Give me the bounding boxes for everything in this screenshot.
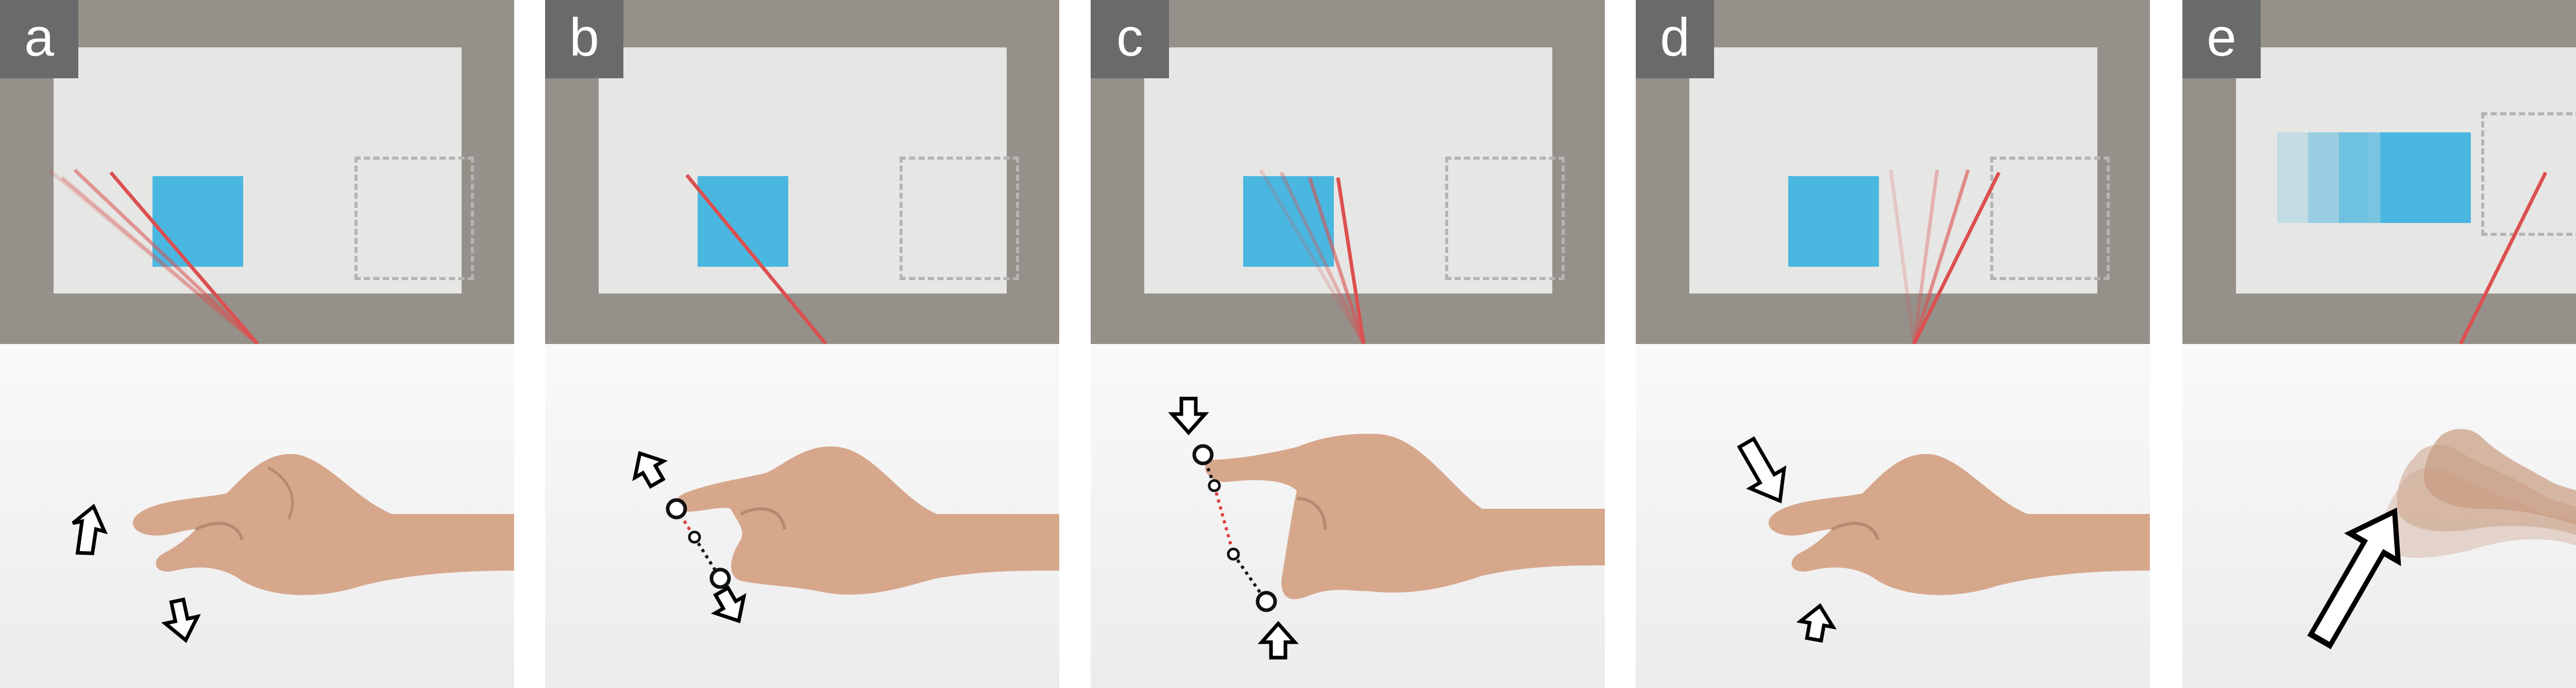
fingertip-marker-icon [709,567,731,589]
display-board [599,47,1019,294]
pointing-rays [47,168,259,344]
panel-label: a [0,0,78,78]
arrow-icon [1737,436,1787,504]
panel-label: e [2182,0,2261,78]
blue-cube [2380,132,2471,223]
midpoint-marker-icon [1227,547,1240,561]
hand-photo [545,344,1059,688]
blue-cube [698,176,788,267]
panel-label: d [1636,0,1714,78]
scene-view [545,0,1059,344]
pointing-rays [685,174,827,344]
panel-e: e [2182,0,2576,688]
pointing-rays [2459,171,2548,344]
arrow-icon [72,503,108,555]
arrow-icon [161,597,201,643]
hand-illustration [72,454,514,643]
panel-c: c [1091,0,1605,688]
fingertip-link [666,498,731,589]
fingertip-marker-icon [1192,444,1214,466]
pointing-rays [1259,169,1366,344]
midpoint-marker-icon [688,530,701,544]
midpoint-marker-icon [1208,479,1221,492]
hand-photo [0,344,514,688]
display-board [1689,47,2110,294]
display-board [2236,47,2576,294]
arrow-icon [710,585,747,624]
arrow-icon [1168,397,1209,436]
arrow-icon [2307,507,2401,649]
fingertip-link [1192,444,1277,612]
target-outline [1445,157,1565,280]
blue-cube [152,176,243,267]
panel-a: a [0,0,514,688]
scene-view [1636,0,2150,344]
target-outline [900,157,1019,280]
display-board [54,47,474,294]
hand-illustration [1737,436,2150,643]
fingertip-marker-icon [1256,591,1277,612]
target-outline [2481,112,2576,236]
blue-cube [1243,176,1334,267]
blue-cube [1788,176,1879,267]
panel-b: b [545,0,1059,688]
arrow-icon [632,451,668,489]
target-outline [1990,157,2110,280]
hand-illustration [2307,429,2576,649]
arrow-icon [1258,621,1299,660]
panel-d: d [1636,0,2150,688]
panel-label: b [545,0,623,78]
scene-view [1091,0,1605,344]
pointing-rays [1889,169,2001,344]
arrow-icon [1796,603,1837,643]
hand-photo [2182,344,2576,688]
fingertip-marker-icon [666,498,687,520]
hand-photo [1636,344,2150,688]
scene-view [0,0,514,344]
hand-photo [1091,344,1605,688]
panel-label: c [1091,0,1169,78]
hand-illustration [632,446,1059,624]
hand-illustration [1168,397,1605,660]
target-outline [354,157,474,280]
